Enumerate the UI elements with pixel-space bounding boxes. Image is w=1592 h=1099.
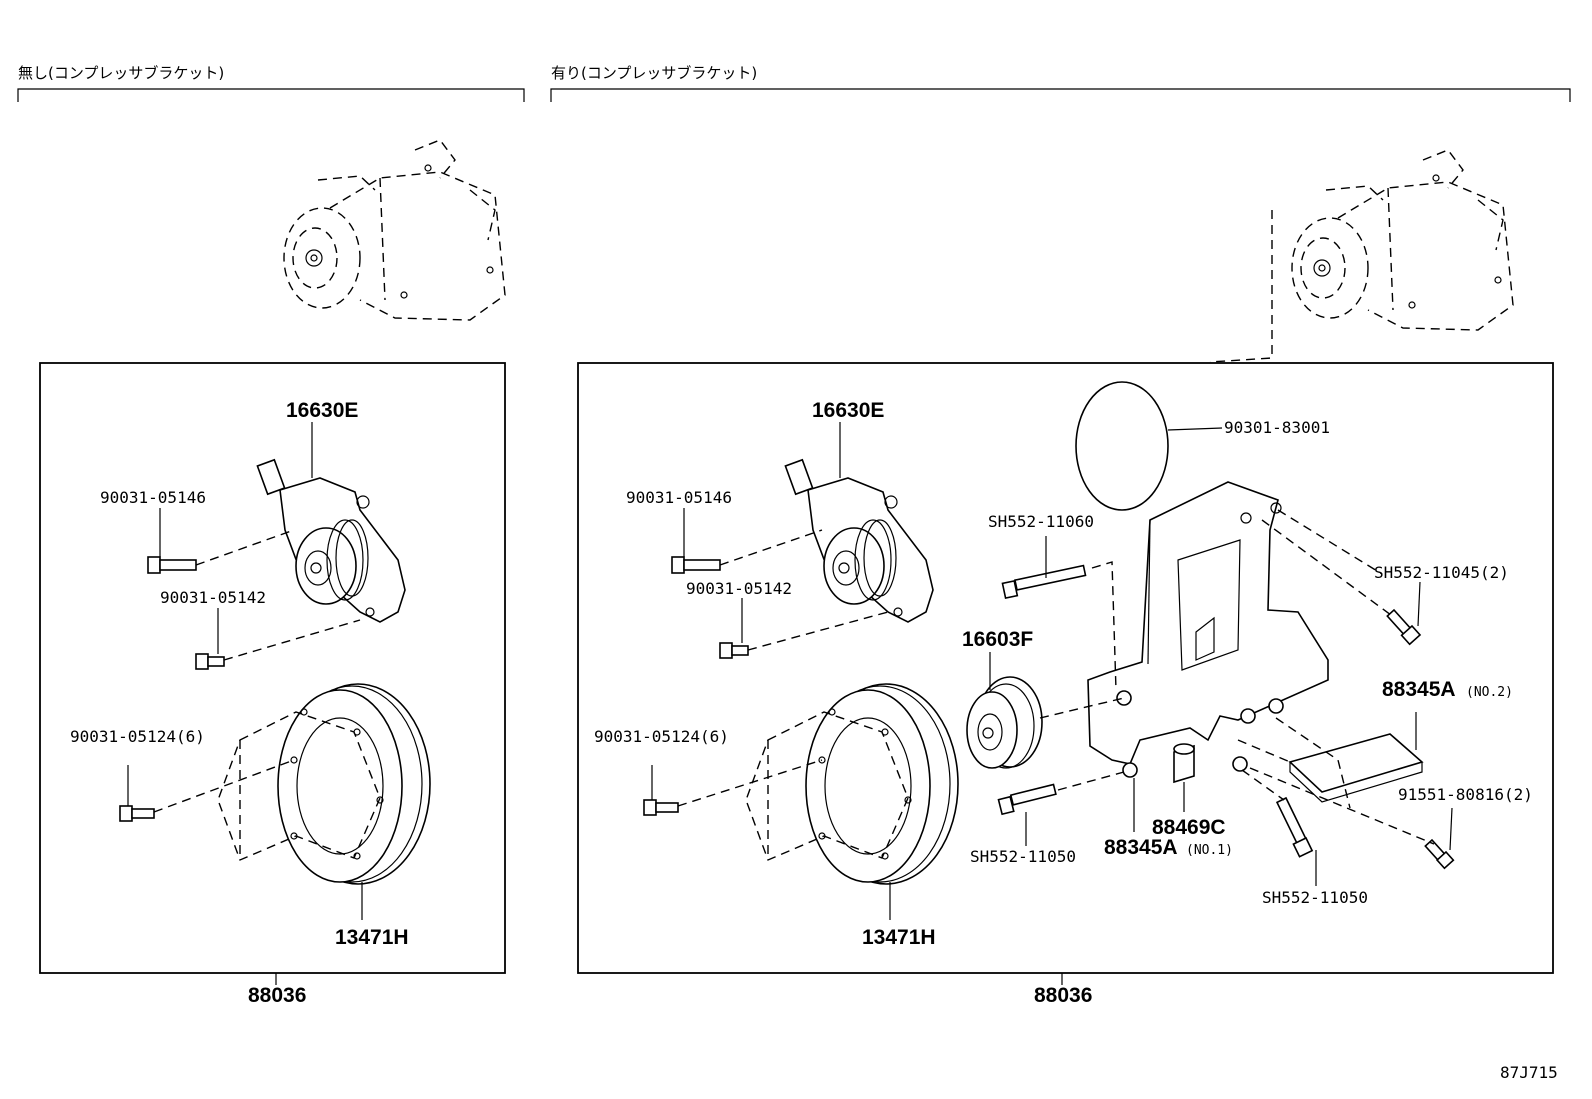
bolt-bottom-right-illustration xyxy=(1275,796,1314,858)
left-tensioner-illustration xyxy=(256,458,406,623)
bracket-top-dash-b xyxy=(1277,509,1383,575)
bolt-bottom-left-illustration xyxy=(997,783,1057,816)
label-left-tensioner: 16630E xyxy=(286,399,358,422)
bracket-no2-illustration xyxy=(1288,733,1424,803)
label-gasket: 90301-83001 xyxy=(1224,418,1330,437)
figure-code: 87J715 xyxy=(1500,1063,1558,1082)
right-bolt-b-dash xyxy=(747,611,889,651)
right-bolt-a-illustration xyxy=(671,556,721,574)
bolt-bottom-right-dash xyxy=(1241,769,1285,801)
label-right-assembly: 88036 xyxy=(1034,984,1092,1007)
left-bolt-b-illustration xyxy=(195,653,225,670)
bolt-right-illustration xyxy=(1386,608,1422,646)
label-idler: 16603F xyxy=(962,628,1033,651)
label-bolt-top: SH552-11060 xyxy=(988,512,1094,531)
label-right-bolt-c: 90031-05124(6) xyxy=(594,727,729,746)
left-bolt-a-illustration xyxy=(147,556,197,574)
label-bolt-right: SH552-11045(2) xyxy=(1374,563,1509,582)
collar-illustration xyxy=(1173,743,1195,784)
label-right-pulley: 13471H xyxy=(862,926,936,949)
right-tensioner-illustration xyxy=(784,458,934,623)
leader-bolt-right xyxy=(1417,581,1421,627)
bracket-top-dash-a xyxy=(1261,519,1396,619)
label-left-pulley: 13471H xyxy=(335,926,409,949)
right-section-heading: 有り(コンプレッサブラケット) xyxy=(551,64,757,82)
label-collar: 88469C xyxy=(1152,816,1226,839)
idler-illustration xyxy=(966,676,1043,769)
leader-gasket xyxy=(1167,427,1223,431)
label-left-bolt-b: 90031-05142 xyxy=(160,588,266,607)
bolt-bottom-left-dash xyxy=(1057,771,1125,791)
right-heading-bracket xyxy=(550,88,1571,102)
left-heading-bracket xyxy=(17,88,525,102)
gasket-illustration xyxy=(1075,381,1169,511)
label-left-bolt-a: 90031-05146 xyxy=(100,488,206,507)
left-assembly-box xyxy=(39,362,506,974)
right-bolt-b-illustration xyxy=(719,642,749,659)
left-pulley-dash-hexagon xyxy=(217,711,381,861)
bracket-no2-dash-b xyxy=(1237,739,1291,763)
right-bolt-c-dash xyxy=(677,759,823,807)
left-bolt-c-illustration xyxy=(119,805,155,822)
label-bracket-no1-note: (NO.1) xyxy=(1186,843,1233,858)
right-bolt-c-illustration xyxy=(643,799,679,816)
right-compressor-illustration xyxy=(1291,149,1514,331)
bracket-no1-illustration xyxy=(1087,481,1329,778)
label-right-tensioner: 16630E xyxy=(812,399,884,422)
leader-bolt-small xyxy=(1449,807,1453,851)
left-bolt-c-dash xyxy=(153,759,295,813)
right-pulley-illustration xyxy=(805,683,959,885)
bolt-top-dash xyxy=(1091,561,1117,691)
bolt-small-dash xyxy=(1249,767,1435,845)
label-left-bolt-c: 90031-05124(6) xyxy=(70,727,205,746)
bolt-top-illustration xyxy=(1001,564,1087,600)
left-compressor-illustration xyxy=(283,139,506,321)
label-bracket-no2-note: (NO.2) xyxy=(1466,685,1513,700)
left-bolt-b-dash xyxy=(223,619,361,661)
left-section-heading: 無し(コンプレッサブラケット) xyxy=(18,64,224,82)
label-bolt-small: 91551-80816(2) xyxy=(1398,785,1533,804)
label-bolt-bottom-right: SH552-11050 xyxy=(1262,888,1368,907)
right-assembly-box xyxy=(577,362,1554,974)
label-left-assembly: 88036 xyxy=(248,984,306,1007)
right-pulley-dash-hexagon xyxy=(745,711,909,861)
bolt-small-illustration xyxy=(1424,838,1455,870)
left-bolt-a-dash xyxy=(195,529,295,566)
label-bracket-no2: 88345A xyxy=(1382,678,1456,701)
label-right-bolt-a: 90031-05146 xyxy=(626,488,732,507)
right-compressor-link-dash xyxy=(1209,210,1273,363)
label-bracket-no1: 88345A xyxy=(1104,836,1178,859)
left-pulley-illustration xyxy=(277,683,431,885)
label-bolt-bottom-left: SH552-11050 xyxy=(970,847,1076,866)
label-right-bolt-b: 90031-05142 xyxy=(686,579,792,598)
bracket-no2-dash-a xyxy=(1275,717,1351,809)
right-bolt-a-dash xyxy=(719,529,823,566)
